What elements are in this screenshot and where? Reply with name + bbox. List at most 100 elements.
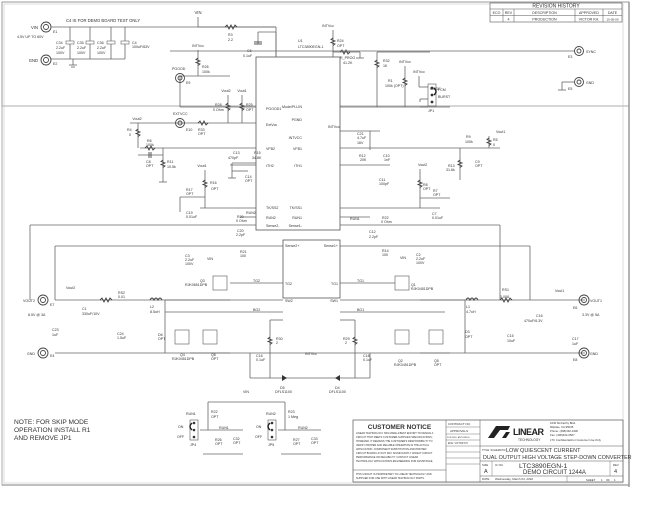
c24-value: 1.5uF — [117, 336, 127, 340]
run1-label: RUN1 — [186, 412, 196, 416]
run1-net-label: RUN1 — [350, 217, 360, 221]
c1-ref: C1 — [82, 307, 87, 311]
gnd-terminal-e4[interactable]: GND E4 — [27, 347, 54, 359]
q5-value: OPT — [434, 363, 442, 367]
r21-value: 100 — [240, 254, 246, 258]
linear-logo-icon — [488, 426, 510, 438]
bg2-net-label: BG2 — [253, 308, 260, 312]
vout1-net-label: Vout1 — [555, 289, 564, 293]
intvcc-label-jp1: INTVcc — [413, 70, 425, 74]
intvcc-label-boost: INTVcc — [305, 352, 317, 356]
c16-value: 0.1uF — [256, 358, 266, 362]
rev-header-date: DATE — [608, 11, 618, 15]
r26b-ref: R26 — [215, 438, 222, 442]
gnd-terminal-e8[interactable]: GND E8 — [573, 347, 598, 362]
q3-mosfet — [212, 275, 228, 291]
company-name: LINEAR — [513, 427, 545, 437]
notice-line-7: PERFORMANCE OR RELIABILITY. CONTACT LINE… — [356, 456, 418, 459]
c4-ref: C4 — [132, 41, 137, 45]
jumper-jp5[interactable]: ON OFF JP5 — [255, 419, 277, 447]
c2-rating: 100V — [416, 261, 425, 265]
gnd-terminal-e5[interactable]: GND E5 — [558, 77, 594, 92]
pin-vfb2: VFB2 — [266, 147, 275, 151]
sync-terminal[interactable]: SYNC E3 — [170, 46, 596, 60]
jp1-burst: BURST — [438, 95, 451, 99]
d6-value: OPT — [158, 337, 166, 341]
c19-ref: C19 — [186, 211, 193, 215]
vout1-label-r5: Vout1 — [496, 130, 505, 134]
company-sub: TECHNOLOGY — [518, 438, 541, 442]
pin-ith1: ITH1 — [294, 164, 302, 168]
eng: ENG. VICTOR KH. — [448, 442, 468, 445]
title-line-2: DUAL OUTPUT HIGH VOLTAGE STEP-DOWN CONVE… — [483, 455, 632, 461]
vin-net-label: VIN — [195, 10, 202, 15]
rev-header-rev: REV — [505, 11, 513, 15]
c11-ref: C11 — [379, 178, 385, 182]
pgood-label: PGOOD — [172, 67, 186, 71]
run2-net: RUN2 — [298, 426, 308, 430]
q3-value: RJK0651DPB — [185, 283, 208, 287]
vout2-terminal[interactable]: VOUT2 E7 8.5V @ 3A — [23, 294, 54, 317]
q2-ref: Q2 — [398, 359, 403, 363]
jumper-jp1[interactable]: FCM BURST JP1 — [427, 83, 451, 113]
r1-ref: R1 — [388, 79, 393, 83]
gnd-terminal-ref: E2 — [53, 62, 57, 66]
approvals: APPROVALS — [450, 429, 468, 433]
pin-sw2: SW2 — [285, 299, 293, 303]
r15-value: 34.8K — [252, 156, 262, 160]
gnd-e5-label: GND — [586, 81, 594, 85]
power-stage: C3 2.2uF 100V VIN Q3 RJK0651DPB TG2 BG2 … — [172, 253, 444, 394]
d5-ref: D5 — [280, 386, 285, 390]
ic-part: LTC3890EGN-1 — [298, 45, 324, 49]
r6-value: 100k — [146, 143, 154, 147]
d4-ref: D4 — [335, 386, 340, 390]
q4-mosfet — [174, 329, 190, 345]
d5-value: DFLS1100 — [275, 390, 292, 394]
notice-line-1: LINEAR TECHNOLOGY HAS MADE A BEST EFFORT… — [356, 432, 434, 435]
address-5: LTC Confidential-For Customer Use Only — [550, 438, 602, 442]
of-label: OF — [606, 478, 610, 482]
r3-ref: R3 — [228, 33, 233, 37]
revision-history-table: REVISION HISTORY ECO REV DESCRIPTION APP… — [489, 2, 623, 23]
output-2: RS2 0.01 L2 8.5uH D6 OPT C1 330uF/10V C2… — [52, 286, 166, 341]
r17-value: OPT — [186, 192, 194, 196]
pin-pgnd: PGND — [292, 118, 303, 122]
vout2-net-label: Vout2 — [66, 286, 75, 290]
run2-net-label: RUN2 — [246, 211, 256, 215]
c13-value: 470pF — [228, 156, 239, 160]
sync-label: SYNC — [586, 50, 596, 54]
c12-ref: C12 — [369, 230, 376, 234]
r22-ref: R22 — [211, 410, 218, 414]
vout2-label: VOUT2 — [23, 299, 35, 303]
jp4-ref: JP4 — [190, 443, 196, 447]
r23-ref: R23 — [288, 410, 295, 414]
r7-value: OPT — [433, 193, 441, 197]
rs2-value: 0.01 — [118, 295, 125, 299]
r27-value: OPT — [293, 442, 301, 446]
c7-ref: C7 — [432, 212, 437, 216]
rs1-ref: RS1 — [502, 288, 509, 292]
r6-ref: R6 — [147, 139, 152, 143]
pgood-ref: E9 — [186, 81, 190, 85]
gnd-e4-label: GND — [27, 352, 35, 356]
vfb1-network: INTVcc C21 4.7uF 16V R12 20K C10 1nF C11… — [328, 125, 505, 257]
vout1-terminal[interactable]: VOUT1 E6 3.3V @ 5A — [573, 294, 602, 317]
c11-value: 100pF — [379, 182, 390, 186]
gnd-terminal-label: GND — [29, 58, 38, 63]
notice-line-2: CIRCUIT THAT MEETS CUSTOMER-SUPPLIED SPE… — [356, 436, 433, 439]
jumper-jp4[interactable]: ON OFF JP4 — [177, 419, 199, 447]
c4-value: 100uF/63V — [132, 45, 150, 49]
pin-tkss1: TK/SS1 — [290, 206, 302, 210]
r27-ref: R27 — [293, 438, 300, 442]
note-line-3: AND REMOVE JP1 — [14, 435, 72, 442]
r8-value: OPT — [423, 187, 431, 191]
r4-ref: R4 — [127, 128, 132, 132]
vout1-label-r16: Vout1 — [197, 164, 206, 168]
q4-ref: Q4 — [180, 353, 185, 357]
left-feedback: INTVcc R26 100k PGOOD E9 Vout2 Vout1 R28… — [172, 44, 254, 136]
vin-label-q3: VIN — [207, 257, 213, 261]
jp5-ref: JP5 — [268, 443, 274, 447]
vin-label-q1: VIN — [400, 256, 406, 260]
r32-ref: R32 — [383, 59, 390, 63]
vin-terminal-label: VIN — [31, 25, 38, 30]
